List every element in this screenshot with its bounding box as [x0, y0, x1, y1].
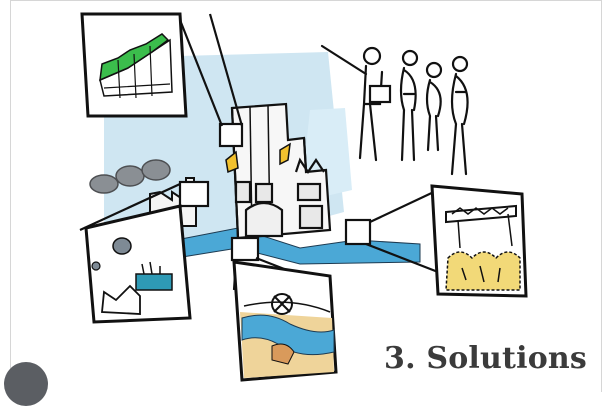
water-panel-icon [232, 260, 338, 382]
solutions-illustration [79, 12, 528, 382]
chart-panel-icon [80, 12, 188, 118]
presenter-avatar-circle [4, 362, 48, 406]
factory-icon [230, 102, 332, 240]
flame-icon [225, 150, 239, 174]
people-presenting-icon [320, 44, 469, 176]
crane-panel-icon [430, 184, 528, 298]
smoke-icon [89, 159, 171, 194]
flame-icon [279, 142, 291, 166]
slide-caption: 3. Solutions [384, 341, 588, 376]
plant-panel-icon [84, 204, 192, 324]
